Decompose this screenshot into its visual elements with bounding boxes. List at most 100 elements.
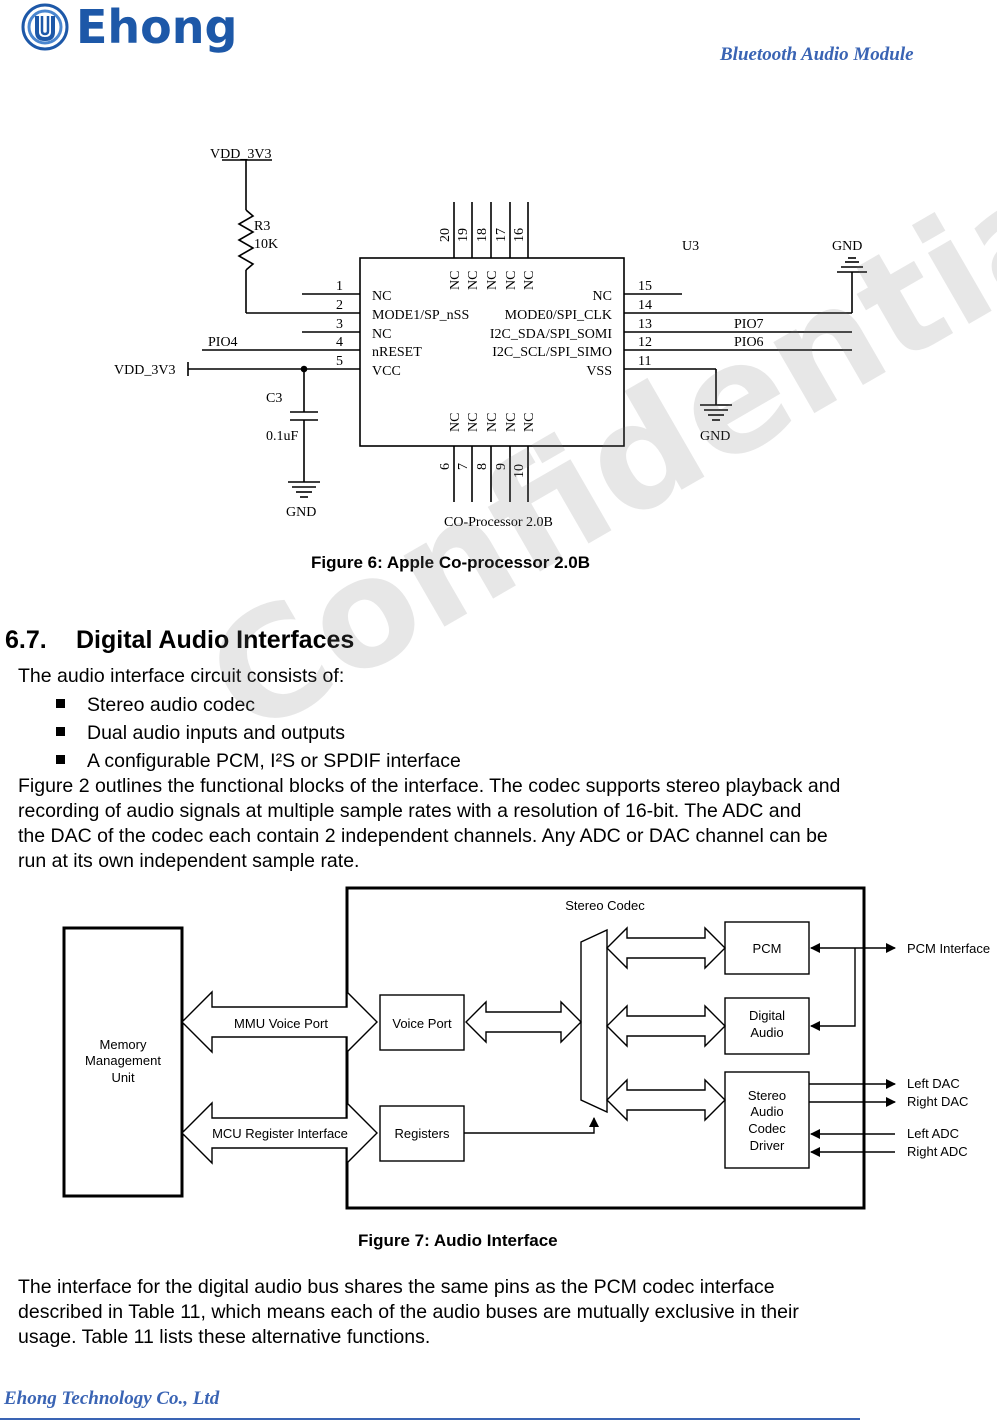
bullet-square-icon xyxy=(56,699,65,709)
right-pin-label: NC xyxy=(593,289,612,304)
driver-label: Audio xyxy=(750,1104,783,1119)
section-title: Digital Audio Interfaces xyxy=(76,626,355,654)
left-pin-num: 2 xyxy=(336,298,343,313)
bottom-pin-num: 8 xyxy=(475,463,490,470)
section-number: 6.7. xyxy=(5,626,47,654)
left-pin-label: MODE1/SP_nSS xyxy=(372,308,469,323)
left-pin-num: 3 xyxy=(336,317,343,332)
left-pin-num: 1 xyxy=(336,279,343,294)
driver-label: Stereo xyxy=(748,1088,786,1103)
u3-label: U3 xyxy=(682,239,699,254)
left-adc-label: Left ADC xyxy=(907,1126,959,1141)
mcu-register-interface-label: MCU Register Interface xyxy=(212,1126,348,1141)
chip-name-label: CO-Processor 2.0B xyxy=(444,515,553,530)
bottom-nc: NC xyxy=(522,413,537,432)
audio-interface-diagram: Memory Management Unit MMU Voice Port MC… xyxy=(62,886,990,1210)
c3-label: C3 xyxy=(266,391,282,406)
bullet-item: Stereo audio codec xyxy=(56,694,255,717)
left-pin-label: NC xyxy=(372,289,391,304)
bottom-pin-num: 10 xyxy=(512,464,527,478)
mmu-voice-port-label: MMU Voice Port xyxy=(234,1016,328,1031)
bullet-text: Stereo audio codec xyxy=(87,694,256,716)
header: Ehong Bluetooth Audio Module xyxy=(0,0,997,70)
document-type: Bluetooth Audio Module xyxy=(720,44,914,65)
top-nc: NC xyxy=(448,271,463,290)
right-pin-label: MODE0/SPI_CLK xyxy=(505,308,612,323)
left-pin-label: VCC xyxy=(372,364,401,379)
top-pin-num: 16 xyxy=(512,228,527,242)
right-pin-num: 13 xyxy=(638,317,652,332)
paragraph-line: run at its own independent sample rate. xyxy=(18,850,360,872)
paragraph-1: Figure 2 outlines the functional blocks … xyxy=(18,774,978,874)
footer-rule xyxy=(0,1418,860,1420)
right-pin-label: I2C_SDA/SPI_SOMI xyxy=(490,327,612,342)
bullet-text: A configurable PCM, I²S or SPDIF interfa… xyxy=(87,750,461,772)
mmu-label-line: Memory xyxy=(100,1037,147,1052)
paragraph-line: usage. Table 11 lists these alternative … xyxy=(18,1326,431,1348)
mmu-label-line: Unit xyxy=(111,1070,135,1085)
left-pin-num: 5 xyxy=(336,354,343,369)
r3-label: R3 xyxy=(254,219,270,234)
brand-name: Ehong xyxy=(76,0,238,54)
top-nc: NC xyxy=(466,271,481,290)
right-adc-label: Right ADC xyxy=(907,1144,968,1159)
r3-value: 10K xyxy=(254,237,278,252)
right-pin-label: I2C_SCL/SPI_SIMO xyxy=(492,345,612,360)
paragraph-2: The interface for the digital audio bus … xyxy=(18,1275,978,1350)
figure-6-caption: Figure 6: Apple Co-processor 2.0B xyxy=(311,553,590,572)
top-pin-num: 18 xyxy=(475,228,490,242)
bottom-nc: NC xyxy=(448,413,463,432)
ehong-logo-icon xyxy=(21,3,69,51)
left-dac-label: Left DAC xyxy=(907,1076,960,1091)
vdd-top-label: VDD_3V3 xyxy=(210,147,271,162)
right-dac-label: Right DAC xyxy=(907,1094,968,1109)
left-pin-label: NC xyxy=(372,327,391,342)
stereo-codec-label: Stereo Codec xyxy=(565,898,645,913)
top-nc: NC xyxy=(485,271,500,290)
bottom-pin-num: 9 xyxy=(494,463,509,470)
digital-audio-label: Digital xyxy=(749,1008,785,1023)
pcm-interface-label: PCM Interface xyxy=(907,941,990,956)
right-pin-num: 12 xyxy=(638,335,652,350)
mmu-label-line: Management xyxy=(85,1053,161,1068)
right-pin-num: 11 xyxy=(638,354,651,369)
pcm-label: PCM xyxy=(753,941,782,956)
bullet-square-icon xyxy=(56,755,65,765)
right-pin-num: 15 xyxy=(638,279,652,294)
bullet-item: A configurable PCM, I²S or SPDIF interfa… xyxy=(56,750,461,773)
voice-port-label: Voice Port xyxy=(392,1016,452,1031)
bottom-nc: NC xyxy=(485,413,500,432)
gnd-top-label: GND xyxy=(832,239,862,254)
digital-audio-label: Audio xyxy=(750,1025,783,1040)
bottom-nc: NC xyxy=(466,413,481,432)
bullet-square-icon xyxy=(56,727,65,737)
left-pin-label: nRESET xyxy=(372,345,422,360)
top-nc: NC xyxy=(504,271,519,290)
intro-text: The audio interface circuit consists of: xyxy=(18,665,345,687)
top-nc: NC xyxy=(522,271,537,290)
pio7-label: PIO7 xyxy=(734,317,764,332)
paragraph-line: recording of audio signals at multiple s… xyxy=(18,800,802,822)
gnd-left-label: GND xyxy=(286,505,316,520)
top-pin-num: 19 xyxy=(456,228,471,242)
bottom-pin-num: 6 xyxy=(438,463,453,470)
bottom-nc: NC xyxy=(504,413,519,432)
pio6-label: PIO6 xyxy=(734,335,764,350)
gnd-right-label: GND xyxy=(700,429,730,444)
c3-value: 0.1uF xyxy=(266,429,299,444)
paragraph-line: the DAC of the codec each contain 2 inde… xyxy=(18,825,828,847)
pio4-label: PIO4 xyxy=(208,335,238,350)
bullet-item: Dual audio inputs and outputs xyxy=(56,722,345,745)
vdd-left-label: VDD_3V3 xyxy=(114,363,175,378)
footer-company: Ehong Technology Co., Ltd xyxy=(4,1388,220,1409)
left-pin-num: 4 xyxy=(336,335,343,350)
coprocessor-schematic: VDD_3V3 R3 10K U3 GND PIO4 VDD_3V3 C3 0.… xyxy=(82,90,874,540)
paragraph-line: The interface for the digital audio bus … xyxy=(18,1276,775,1298)
driver-label: Driver xyxy=(750,1138,785,1153)
figure-7-caption: Figure 7: Audio Interface xyxy=(358,1231,558,1250)
top-pin-num: 20 xyxy=(438,228,453,242)
paragraph-line: Figure 2 outlines the functional blocks … xyxy=(18,775,841,797)
paragraph-line: described in Table 11, which means each … xyxy=(18,1301,799,1323)
right-pin-label: VSS xyxy=(586,364,612,379)
driver-label: Codec xyxy=(748,1121,786,1136)
